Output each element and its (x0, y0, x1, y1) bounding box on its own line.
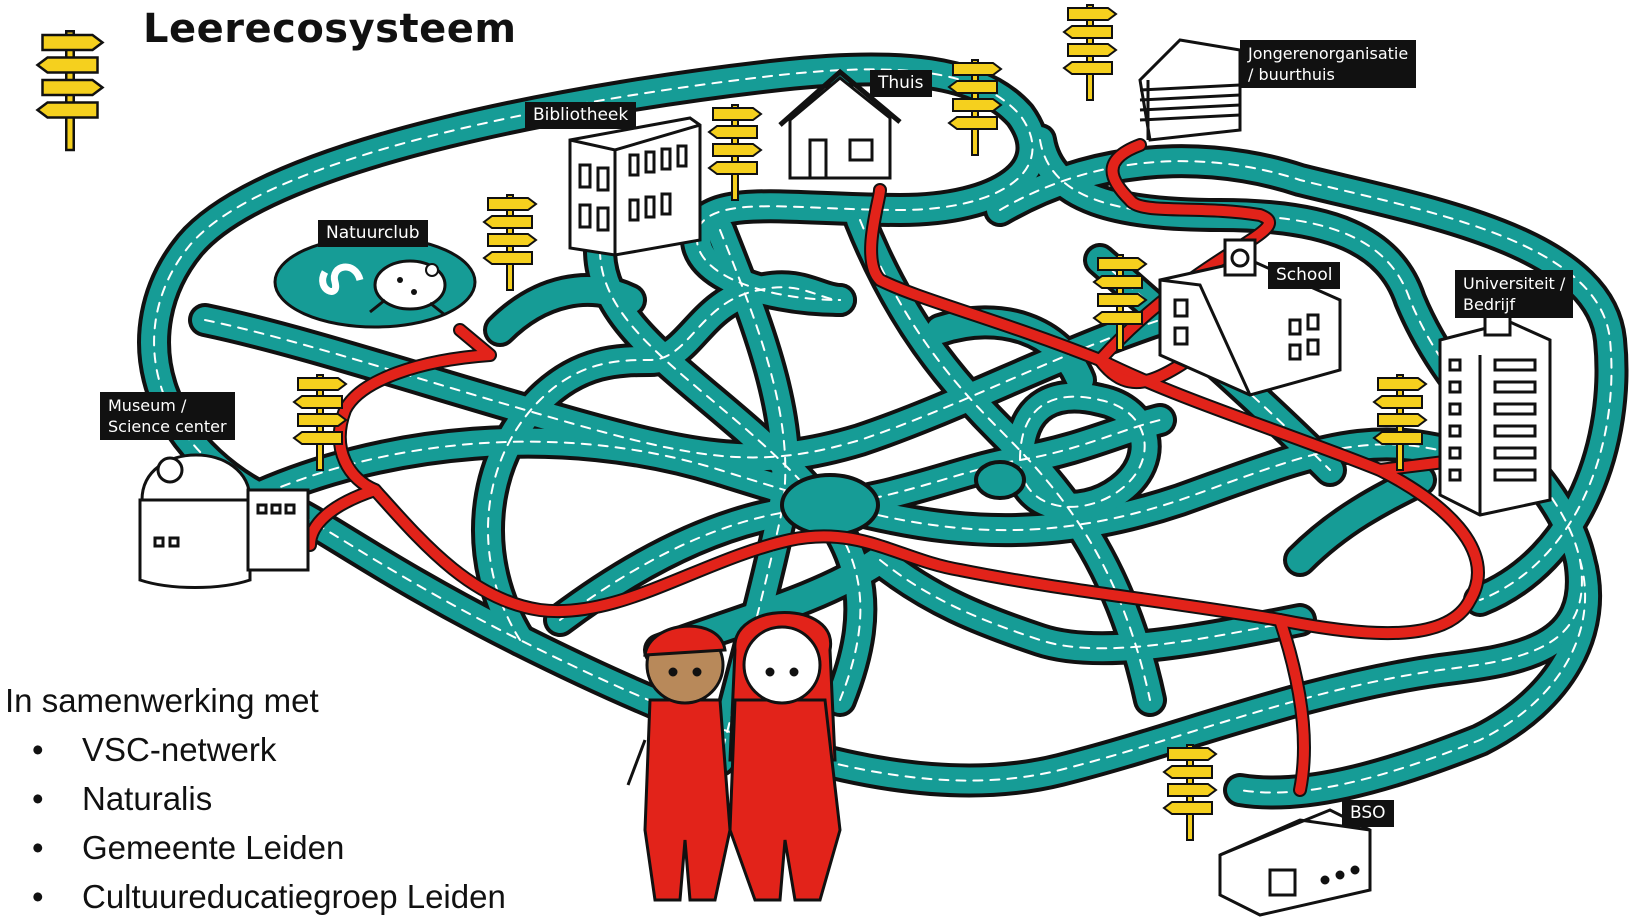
signpost-icon (36, 30, 104, 152)
boy-figure-icon (626, 624, 732, 902)
natuurclub-pond (273, 235, 477, 329)
observatory-icon (138, 453, 310, 589)
log-cabin-icon (1138, 38, 1242, 142)
girl-figure-icon (728, 611, 842, 902)
house-icon (778, 68, 902, 180)
school-icon (1158, 238, 1342, 397)
signpost-icon (708, 104, 762, 201)
signpost-icon (1063, 4, 1117, 101)
signpost-icon (948, 59, 1002, 156)
partner-item: Naturalis (5, 774, 506, 823)
partners-heading: In samenwerking met (5, 682, 319, 719)
partner-item: Gemeente Leiden (5, 823, 506, 872)
label-natuurclub: Natuurclub (318, 220, 428, 247)
library-icon (568, 116, 702, 257)
worm-icon (319, 263, 364, 295)
label-jongeren: Jongerenorganisatie / buurthuis (1240, 40, 1417, 88)
signpost-icon (483, 194, 537, 291)
partners-list: In samenwerking met VSC-netwerk Naturali… (5, 676, 506, 921)
label-thuis: Thuis (870, 70, 932, 97)
partner-item: VSC-netwerk (5, 725, 506, 774)
label-school: School (1268, 262, 1341, 289)
frog-icon (369, 259, 447, 317)
label-museum: Museum / Science center (100, 392, 235, 440)
label-bso: BSO (1342, 800, 1394, 827)
office-building-icon (1438, 313, 1552, 517)
partner-item: Cultuureducatiegroep Leiden (5, 872, 506, 921)
label-bibliotheek: Bibliotheek (525, 102, 637, 129)
page-title: Leerecosysteem (143, 6, 517, 52)
signpost-icon (1163, 744, 1217, 841)
label-universiteit: Universiteit / Bedrijf (1455, 270, 1574, 318)
